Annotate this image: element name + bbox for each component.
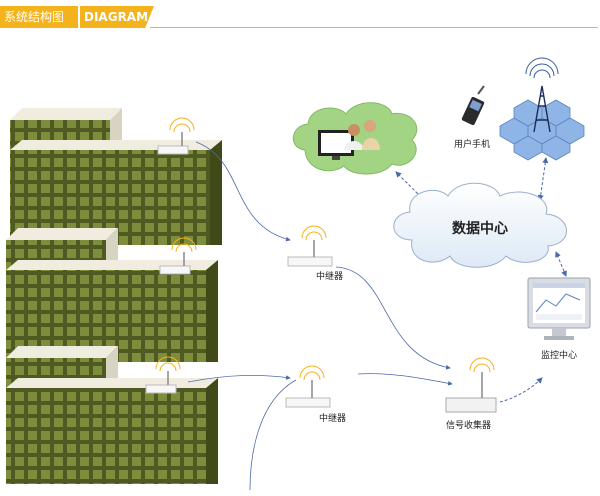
repeater-top-device (287, 225, 333, 267)
transmitter-top (157, 117, 195, 155)
link-repeater2-to-collector (357, 373, 453, 386)
data-center-label: 数据中心 (452, 221, 508, 237)
user-cloud (292, 102, 418, 175)
phone-icon (461, 85, 485, 126)
repeater-bottom-label: 中继器 (319, 414, 347, 424)
collector-device (445, 357, 497, 413)
section-header: 系统结构图 DIAGRAM (0, 0, 600, 32)
repeater-top-label: 中继器 (316, 272, 344, 282)
link-collector-to-monitor (499, 377, 543, 403)
link-datacenter-to-phone (537, 157, 549, 201)
collector-label: 信号收集器 (446, 421, 492, 431)
cell-tower-icon (499, 57, 585, 161)
header-title-en: DIAGRAM (80, 6, 154, 28)
building-top (10, 108, 222, 245)
monitor-icon (527, 277, 591, 340)
monitor-center-label: 监控中心 (541, 351, 578, 361)
repeater-bottom-device (285, 365, 331, 408)
transmitter-bottom (145, 356, 181, 394)
transmitter-middle (159, 237, 197, 275)
link-building-bottom-to-repeater (187, 375, 291, 383)
header-title-cn: 系统结构图 (0, 6, 78, 28)
user-phone-label: 用户手机 (454, 140, 491, 150)
link-monitor-to-datacenter (555, 251, 567, 277)
header-underline (150, 27, 598, 28)
data-center-cloud (393, 182, 567, 268)
building-middle (6, 228, 218, 362)
link-lower-to-repeater (249, 379, 297, 491)
link-building-top-to-repeater (195, 141, 291, 242)
link-datacenter-to-user (395, 171, 433, 209)
link-repeater-to-collector (335, 266, 451, 370)
building-bottom (6, 346, 218, 484)
